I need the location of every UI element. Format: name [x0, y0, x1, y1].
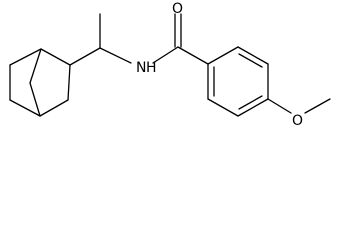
bond-c2-c3 — [67, 64, 71, 101]
norbornane-ring — [9, 48, 71, 117]
bond-ar-2-3 — [237, 46, 269, 65]
structure-canvas: O N H O — [9, 1, 331, 129]
methoxy-group — [267, 98, 331, 114]
bond-c6-c1 — [9, 48, 42, 66]
amide-group — [152, 13, 209, 65]
bond-ch-to-n — [99, 47, 132, 64]
atom-label-carbonyl-oxygen: O — [172, 1, 183, 17]
atom-label-amide-nitrogen: N — [136, 60, 146, 76]
bond-carbonyl-to-ring — [177, 46, 209, 65]
bond-ar-4-5 — [237, 98, 269, 117]
atom-label-methoxy-oxygen: O — [292, 113, 303, 129]
bond-ar-5-6 — [207, 98, 239, 117]
atom-label-amide-hydrogen: H — [146, 60, 157, 76]
ethyl-linker — [69, 13, 132, 66]
bond-c4-c5 — [9, 99, 41, 117]
bond-o-to-methyl — [304, 98, 331, 114]
bond-ar-inner-b — [238, 95, 263, 110]
bond-n-to-carbonyl — [152, 46, 179, 64]
bridge-bond-a — [29, 48, 42, 84]
bond-ar-1-2 — [207, 46, 239, 65]
benzene-ring — [207, 46, 269, 117]
molecule-structure: O N H O — [9, 1, 331, 129]
bond-ar-inner-a — [238, 53, 263, 68]
bridge-bond-b — [29, 82, 41, 117]
bond-ring-to-ch — [69, 47, 101, 66]
bond-c1-c2 — [40, 48, 71, 66]
bond-ring-to-o — [267, 98, 292, 114]
bond-c3-c4 — [39, 99, 69, 117]
